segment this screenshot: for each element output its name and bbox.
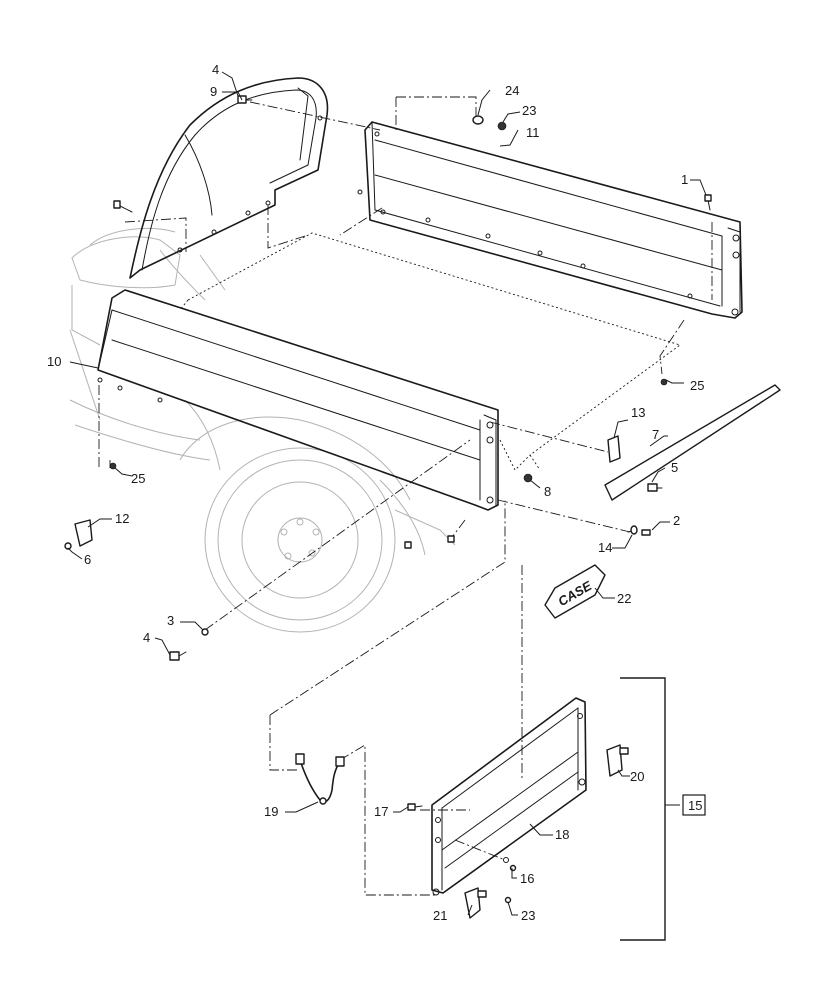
- callout-7: 7: [652, 427, 659, 442]
- callout-23-bottom: 23: [521, 908, 535, 923]
- callout-11: 11: [526, 125, 540, 140]
- callout-2: 2: [673, 513, 680, 528]
- callout-18: 18: [555, 827, 569, 842]
- callout-4-bottom: 4: [143, 630, 150, 645]
- callout-12: 12: [115, 511, 129, 526]
- callout-22: 22: [617, 591, 631, 606]
- callout-25-left: 25: [131, 471, 145, 486]
- side-panel-item-10: [97, 289, 499, 511]
- assembly-lines: [98, 96, 713, 896]
- callout-5: 5: [671, 460, 678, 475]
- callout-15: 15: [688, 798, 702, 813]
- callout-3: 3: [167, 613, 174, 628]
- callout-10: 10: [47, 354, 61, 369]
- callout-23-top: 23: [522, 103, 536, 118]
- callout-6: 6: [84, 552, 91, 567]
- callout-25-right: 25: [690, 378, 704, 393]
- latches: [407, 744, 629, 919]
- callout-13: 13: [631, 405, 645, 420]
- wire-harness-item-19: [295, 753, 345, 805]
- callout-20: 20: [630, 769, 644, 784]
- side-panel-item-11: [357, 121, 743, 319]
- tailgate-item-18: [431, 697, 587, 896]
- vehicle-ghost: [69, 228, 456, 633]
- callout-1: 1: [681, 172, 688, 187]
- case-decal-item-22: CASE: [544, 564, 606, 619]
- callout-labels: 4 9 24 23 11 1 10 25 13 7 5 8 25 12 6 2 …: [47, 62, 704, 923]
- leader-lines: [67, 71, 707, 916]
- callout-14: 14: [598, 540, 612, 555]
- callout-4-top: 4: [212, 62, 219, 77]
- bed-floor: [179, 232, 681, 471]
- headboard-item-9: [113, 77, 329, 279]
- callout-8: 8: [544, 484, 551, 499]
- callout-19: 19: [264, 804, 278, 819]
- callout-16: 16: [520, 871, 534, 886]
- callout-24: 24: [505, 83, 519, 98]
- hardware: [64, 95, 781, 661]
- assembly-bracket-item-15: [620, 677, 666, 941]
- callout-9: 9: [210, 84, 217, 99]
- callout-21: 21: [433, 908, 447, 923]
- callout-17: 17: [374, 804, 388, 819]
- callout-box-15: [682, 794, 706, 816]
